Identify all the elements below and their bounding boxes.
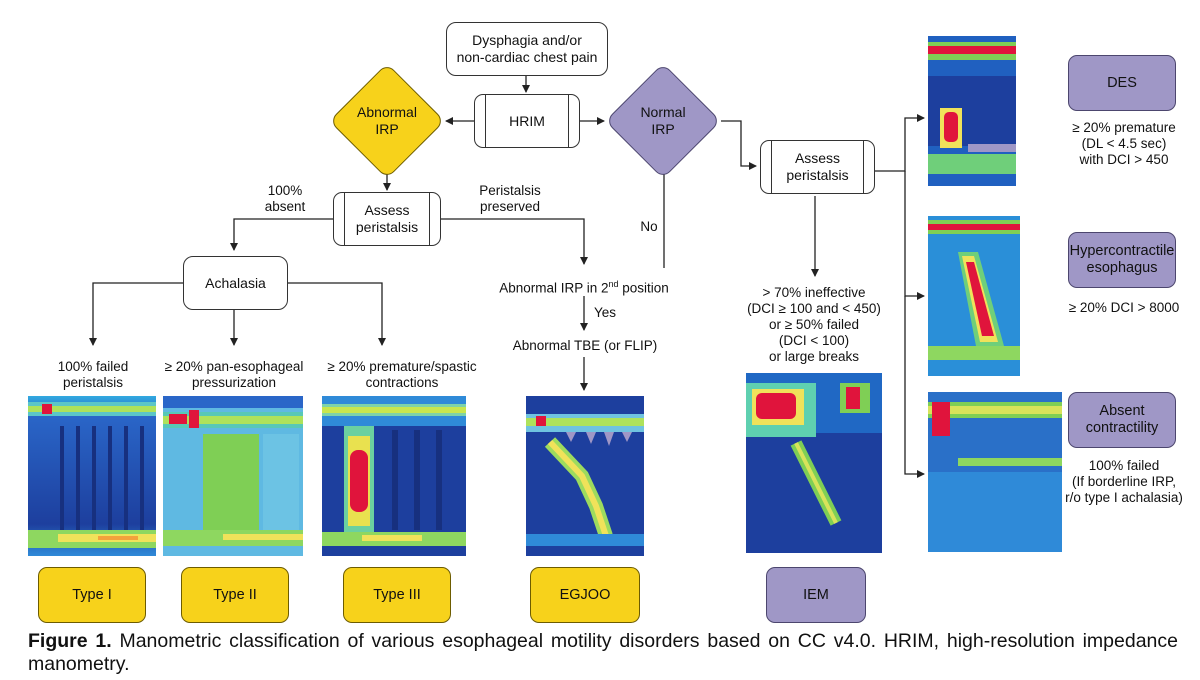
caption-text: Manometric classification of various eso… <box>28 630 1178 675</box>
des-criteria: ≥ 20% premature (DL < 4.5 sec) with DCI … <box>1072 120 1176 167</box>
absent-contractility-diagnosis: Absent contractility <box>1068 392 1176 448</box>
absent-label: 100% absent <box>264 183 306 214</box>
figure-caption: Figure 1. Manometric classification of v… <box>28 630 1178 676</box>
des-manometry-plot <box>928 36 1016 186</box>
abnormal-irp-2nd-text: Abnormal IRP in 2 <box>499 280 609 296</box>
hypercontractile-manometry-plot <box>928 216 1020 376</box>
type3-diagnosis: Type III <box>343 567 451 623</box>
caption-label: Figure 1. <box>28 630 112 652</box>
iem-diagnosis: IEM <box>766 567 866 623</box>
assess-peristalsis-right: Assess peristalsis <box>760 140 875 194</box>
achalasia-node: Achalasia <box>183 256 288 310</box>
type1-criteria: 100% failed peristalsis <box>57 359 129 390</box>
hypercontractile-criteria: ≥ 20% DCI > 8000 <box>1068 300 1180 315</box>
iem-manometry-plot <box>746 373 882 553</box>
egjoo-diagnosis: EGJOO <box>530 567 640 623</box>
type2-manometry-plot <box>163 396 303 556</box>
start-node: Dysphagia and/or non-cardiac chest pain <box>446 22 608 76</box>
hrim-node: HRIM <box>474 94 580 148</box>
absent-contractility-manometry-plot <box>928 392 1062 552</box>
no-label: No <box>640 219 658 234</box>
type3-criteria: ≥ 20% premature/spastic contractions <box>327 359 477 390</box>
absent-contractility-criteria: 100% failed (If borderline IRP, r/o type… <box>1065 458 1183 505</box>
abnormal-irp-2nd-position-label: Abnormal IRP in 2nd position <box>484 276 684 297</box>
normal-irp-label: Normal IRP <box>640 104 686 137</box>
des-diagnosis: DES <box>1068 55 1176 111</box>
tbe-label: Abnormal TBE (or FLIP) <box>512 338 658 353</box>
egjoo-manometry-plot <box>526 396 644 556</box>
preserved-label: Peristalsis preserved <box>479 183 541 214</box>
abnormal-irp-label: Abnormal IRP <box>357 104 417 137</box>
type2-diagnosis: Type II <box>181 567 289 623</box>
abnormal-irp-2nd-text-post: position <box>618 280 669 296</box>
abnormal-irp-2nd-sup: nd <box>608 279 619 289</box>
assess-peristalsis-left: Assess peristalsis <box>333 192 441 246</box>
type1-manometry-plot <box>28 396 156 556</box>
iem-criteria-label: > 70% ineffective (DCI ≥ 100 and < 450) … <box>747 285 881 364</box>
hypercontractile-diagnosis: Hypercontractile esophagus <box>1068 232 1176 288</box>
type3-manometry-plot <box>322 396 466 556</box>
yes-label: Yes <box>593 305 617 320</box>
type1-diagnosis: Type I <box>38 567 146 623</box>
type2-criteria: ≥ 20% pan-esophageal pressurization <box>164 359 304 390</box>
